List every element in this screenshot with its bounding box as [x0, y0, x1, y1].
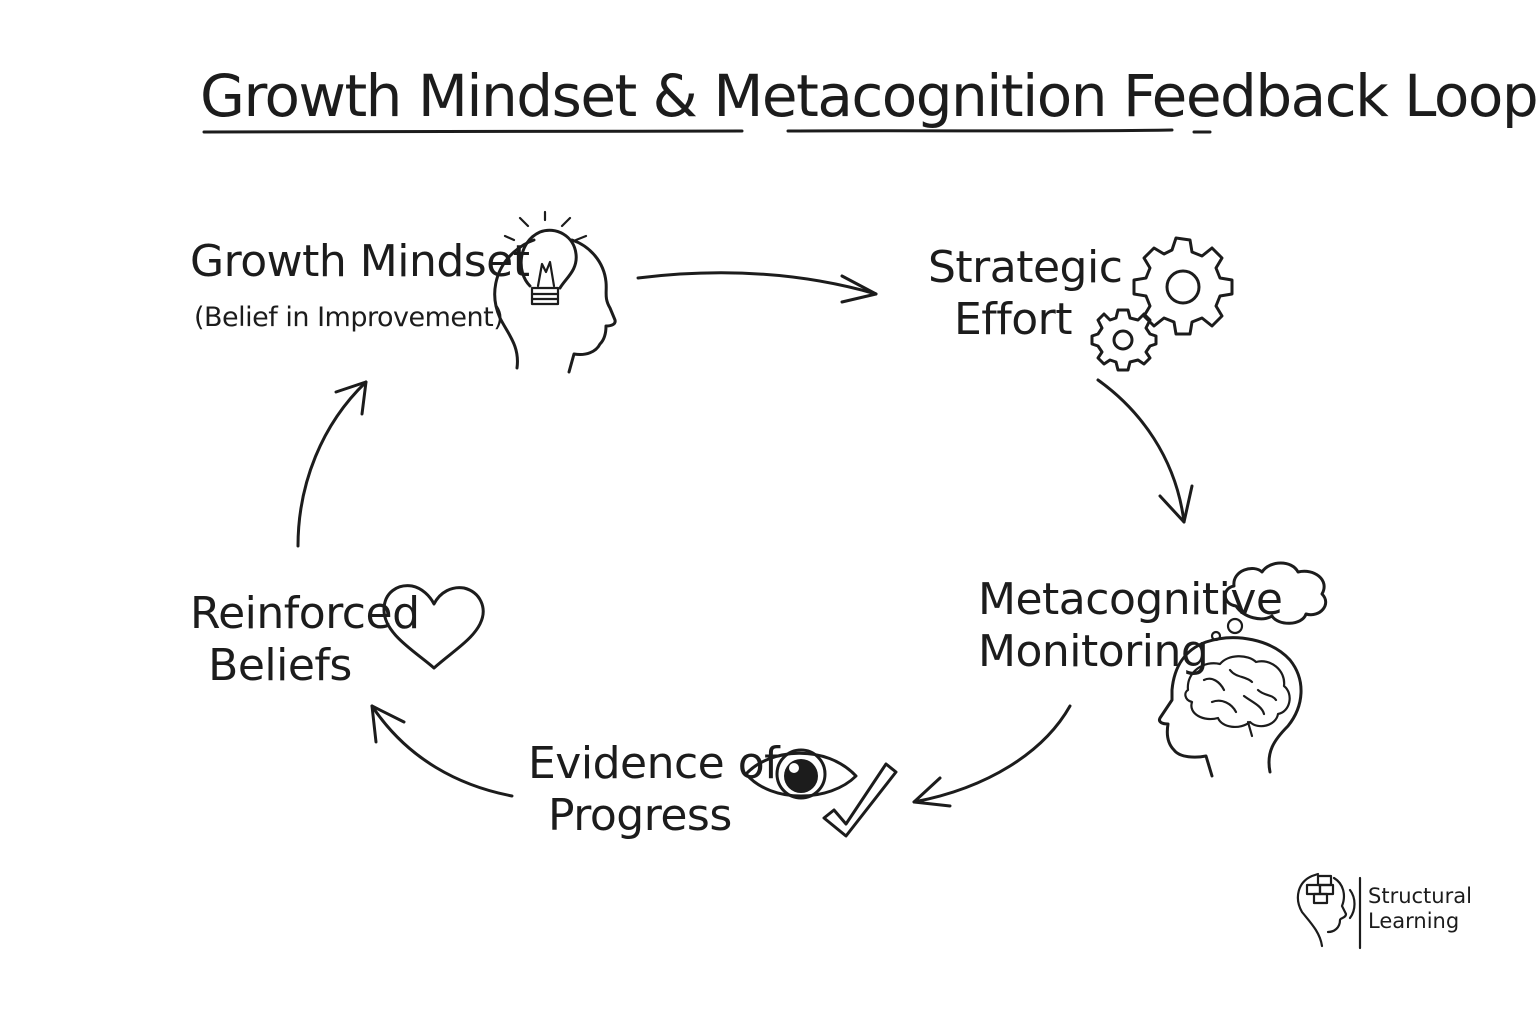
brand-line2: Learning [1368, 909, 1460, 933]
arrow-effort-to-monitoring [1096, 378, 1194, 524]
evidence-of-progress-label-line2: Progress [548, 790, 732, 841]
head-with-brain-and-thought-bubble-icon [1158, 561, 1328, 778]
title-underline [202, 128, 1212, 134]
arrow-growth-to-effort [636, 271, 878, 304]
gears-icon [1090, 236, 1234, 372]
brand-line1: Structural [1368, 884, 1472, 908]
arrow-evidence-to-beliefs [370, 704, 514, 798]
reinforced-beliefs-label-line2: Beliefs [208, 640, 352, 691]
strategic-effort-label-line2: Effort [953, 294, 1073, 345]
diagram-title: Growth Mindset & Metacognition Feedback … [200, 62, 1536, 130]
strategic-effort-label-line1: Strategic [928, 242, 1123, 293]
growth-mindset-sublabel: (Belief in Improvement) [194, 302, 504, 333]
arrow-monitoring-to-evidence [912, 704, 1072, 808]
head-with-lightbulb-icon [493, 210, 617, 374]
heart-icon [382, 584, 485, 670]
arrow-beliefs-to-mindset [296, 380, 368, 548]
growth-mindset-label: Growth Mindset [190, 236, 530, 287]
head-with-blocks-logo [1296, 872, 1362, 950]
brand-wordmark: Structural Learning [1368, 884, 1472, 934]
eye-with-checkmark-icon [744, 748, 898, 838]
